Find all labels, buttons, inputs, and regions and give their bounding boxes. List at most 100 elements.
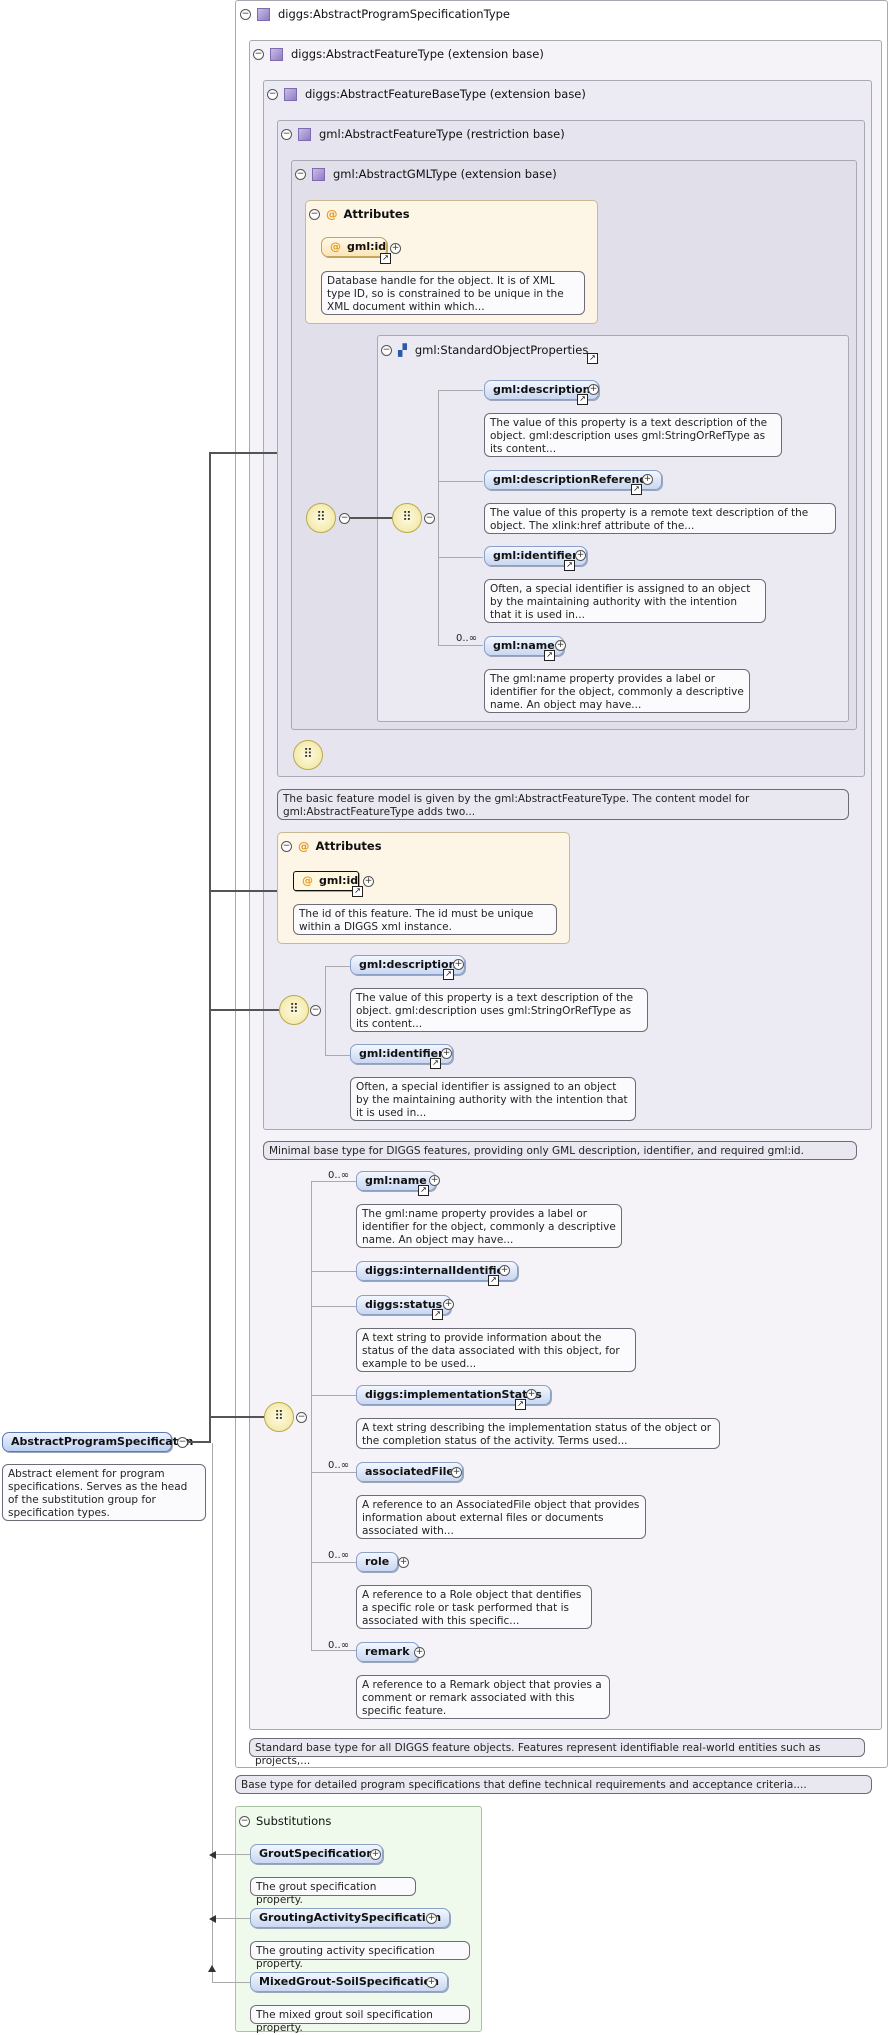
link-icon[interactable]: ↗	[564, 560, 575, 571]
collapse-icon[interactable]: −	[281, 129, 292, 140]
base-gml-identifier-description: Often, a special identifier is assigned …	[350, 1077, 636, 1121]
collapse-icon[interactable]: −	[339, 513, 350, 524]
link-icon[interactable]: ↗	[587, 353, 598, 364]
gml-description-element[interactable]: gml:description	[484, 380, 600, 400]
collapse-icon[interactable]: −	[239, 1816, 250, 1827]
connector-line	[311, 1271, 356, 1272]
expand-icon[interactable]: +	[526, 1389, 537, 1400]
connector-line	[209, 452, 211, 1443]
link-icon[interactable]: ↗	[544, 650, 555, 661]
gml-id-description: Database handle for the object. It is of…	[321, 271, 585, 315]
expand-icon[interactable]: +	[588, 384, 599, 395]
standard-object-properties-header[interactable]: −▞gml:StandardObjectProperties	[381, 343, 589, 357]
internal-identifier-element[interactable]: diggs:internalIdentifier	[356, 1261, 519, 1281]
link-icon[interactable]: ↗	[577, 394, 588, 405]
link-icon[interactable]: ↗	[631, 484, 642, 495]
expand-icon[interactable]: +	[414, 1647, 425, 1658]
connector-line	[209, 890, 277, 892]
link-icon[interactable]: ↗	[352, 886, 363, 897]
connector-line	[209, 1416, 264, 1418]
substitutions-header[interactable]: −Substitutions	[239, 1814, 332, 1828]
expand-icon[interactable]: +	[426, 1913, 437, 1924]
expand-icon[interactable]: +	[398, 1557, 409, 1568]
subst-grout-specification[interactable]: GroutSpecification	[250, 1844, 384, 1864]
connector-line	[438, 645, 483, 646]
collapse-icon[interactable]: −	[381, 345, 392, 356]
subst-grout-specification-description: The grout specification property.	[250, 1877, 416, 1906]
expand-icon[interactable]: +	[451, 1467, 462, 1478]
feature-type-header[interactable]: −diggs:AbstractFeatureType (extension ba…	[253, 47, 544, 61]
expand-icon[interactable]: +	[441, 1048, 452, 1059]
expand-icon[interactable]: +	[426, 1977, 437, 1988]
collapse-icon[interactable]: −	[309, 209, 320, 220]
remark-element[interactable]: remark	[356, 1642, 419, 1662]
collapse-icon[interactable]: −	[253, 49, 264, 60]
connector-line	[209, 1009, 279, 1011]
cardinality-label: 0..∞	[328, 1550, 350, 1561]
connector-line	[188, 1441, 210, 1443]
base-gml-description-element[interactable]: gml:description	[350, 955, 466, 975]
subst-mixed-grout-soil-specification[interactable]: MixedGrout-SoilSpecification	[250, 1972, 448, 1992]
sequence-icon[interactable]: ⠿	[293, 740, 323, 770]
feature-type-description: The basic feature model is given by the …	[277, 789, 849, 820]
base-gml-identifier-element[interactable]: gml:identifier	[350, 1044, 453, 1064]
connector-line	[212, 1982, 250, 1983]
root-element[interactable]: AbstractProgramSpecificaton	[2, 1432, 193, 1452]
expand-icon[interactable]: +	[453, 959, 464, 970]
connector-line	[438, 390, 439, 645]
connector-line	[350, 517, 395, 519]
connector-line	[325, 1055, 350, 1056]
expand-icon[interactable]: +	[370, 1849, 381, 1860]
gml-identifier-element[interactable]: gml:identifier	[484, 546, 587, 566]
status-element[interactable]: diggs:status	[356, 1295, 452, 1315]
associated-file-element[interactable]: associatedFile	[356, 1462, 463, 1482]
link-icon[interactable]: ↗	[432, 1309, 443, 1320]
link-icon[interactable]: ↗	[443, 969, 454, 980]
gml-description-reference-element[interactable]: gml:descriptionReference	[484, 470, 663, 490]
connector-line	[438, 390, 483, 391]
collapse-icon[interactable]: −	[240, 9, 251, 20]
collapse-icon[interactable]: −	[281, 841, 292, 852]
sequence-icon[interactable]: ⠿	[392, 503, 422, 533]
collapse-icon[interactable]: −	[296, 1412, 307, 1423]
gml-attributes-header[interactable]: −@Attributes	[309, 207, 410, 221]
attribute-icon: @	[298, 839, 310, 853]
connector-line	[438, 481, 483, 482]
sequence-icon[interactable]: ⠿	[279, 995, 309, 1025]
feature-base-type-header[interactable]: −diggs:AbstractFeatureBaseType (extensio…	[267, 87, 586, 101]
expand-icon[interactable]: +	[363, 876, 374, 887]
base-gml-id-attribute[interactable]: @gml:id	[293, 871, 359, 891]
expand-icon[interactable]: +	[499, 1265, 510, 1276]
expand-icon[interactable]: +	[555, 640, 566, 651]
link-icon[interactable]: ↗	[488, 1275, 499, 1286]
base-attributes-header[interactable]: −@Attributes	[281, 839, 382, 853]
sequence-icon[interactable]: ⠿	[264, 1402, 294, 1432]
connector-line	[216, 1854, 250, 1855]
expand-icon[interactable]: +	[642, 474, 653, 485]
collapse-icon[interactable]: −	[295, 169, 306, 180]
expand-icon[interactable]: +	[429, 1175, 440, 1186]
link-icon[interactable]: ↗	[418, 1185, 429, 1196]
expand-icon[interactable]: +	[575, 550, 586, 561]
associated-file-description: A reference to an AssociatedFile object …	[356, 1495, 646, 1539]
implementation-status-element[interactable]: diggs:implementationStatus	[356, 1385, 551, 1405]
link-icon[interactable]: ↗	[430, 1058, 441, 1069]
program-spec-type-header[interactable]: −diggs:AbstractProgramSpecificationType	[240, 7, 511, 21]
gml-id-attribute[interactable]: @gml:id	[321, 237, 387, 257]
expand-icon[interactable]: +	[443, 1299, 454, 1310]
subst-grouting-activity-specification[interactable]: GroutingActivitySpecification	[250, 1908, 451, 1928]
expand-icon[interactable]: +	[390, 243, 401, 254]
collapse-icon[interactable]: −	[424, 513, 435, 524]
gml-abstract-type-header[interactable]: −gml:AbstractGMLType (extension base)	[295, 167, 557, 181]
collapse-icon[interactable]: −	[177, 1437, 188, 1448]
base-gml-description-description: The value of this property is a text des…	[350, 988, 648, 1032]
implementation-status-description: A text string describing the implementat…	[356, 1418, 720, 1449]
collapse-icon[interactable]: −	[310, 1005, 321, 1016]
sequence-icon[interactable]: ⠿	[306, 503, 336, 533]
link-icon[interactable]: ↗	[380, 253, 391, 264]
gml-feature-type-header[interactable]: −gml:AbstractFeatureType (restriction ba…	[281, 127, 565, 141]
role-element[interactable]: role	[356, 1552, 399, 1572]
gml-name-element[interactable]: gml:name	[484, 636, 564, 656]
link-icon[interactable]: ↗	[515, 1399, 526, 1410]
collapse-icon[interactable]: −	[267, 89, 278, 100]
